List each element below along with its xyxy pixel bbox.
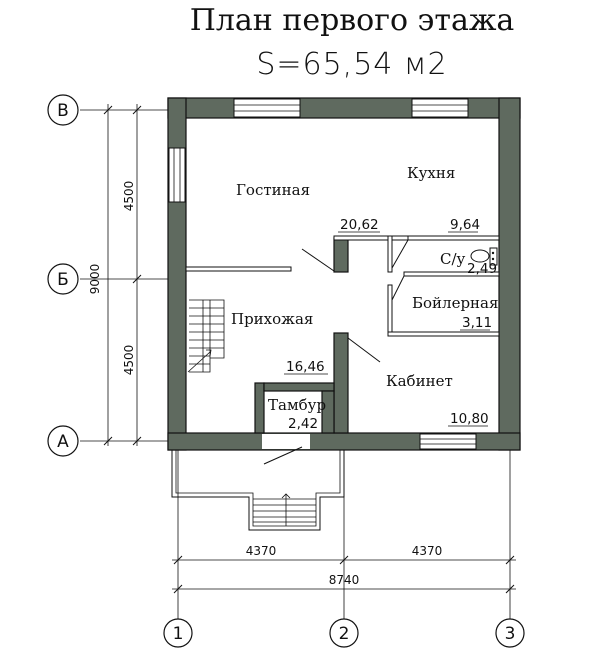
plan-title: План первого этажа [190, 3, 515, 38]
axis-label-3: 3 [505, 624, 516, 644]
axis-label-v: В [57, 101, 69, 121]
axis-label-a: А [57, 432, 69, 452]
dim-bottom-total: 8740 [329, 573, 360, 587]
room-area-kitchen: 9,64 [450, 217, 480, 233]
axis-marker-b [47, 263, 79, 295]
windows [168, 98, 477, 450]
room-name-living: Гостиная [236, 181, 310, 199]
axis-marker-2 [329, 618, 359, 648]
room-name-boiler: Бойлерная [412, 294, 498, 312]
axis-label-2: 2 [339, 624, 350, 644]
room-name-office: Кабинет [386, 372, 453, 390]
room-name-kitchen: Кухня [407, 164, 455, 182]
room-area-bathroom: 2,49 [467, 261, 497, 277]
room-area-boiler: 3,11 [462, 315, 492, 331]
axis-marker-a [47, 425, 79, 457]
dim-left-lower: 4500 [122, 345, 136, 376]
toilet-icon [470, 247, 498, 266]
dim-left-total: 9000 [88, 264, 102, 295]
room-area-living: 20,62 [340, 217, 379, 233]
axis-marker-v [47, 94, 79, 126]
room-name-vestibule: Тамбур [268, 396, 326, 414]
room-area-vestibule: 2,42 [288, 416, 318, 432]
room-name-hall: Прихожая [231, 310, 313, 328]
doors [263, 239, 409, 465]
column-axis-markers: 1 2 3 [163, 618, 525, 648]
room-labels: Гостиная 20,62 Кухня 9,64 С/у 2,49 Бойле… [231, 164, 498, 432]
room-name-bathroom: С/у [440, 250, 466, 268]
porch [171, 450, 345, 531]
room-area-office: 10,80 [450, 411, 489, 427]
plan-area-subtitle: S=65,54 м2 [256, 47, 447, 82]
dim-bottom-right: 4370 [412, 544, 443, 558]
dim-bottom-left: 4370 [246, 544, 277, 558]
row-axis-markers: В Б А [47, 94, 79, 457]
bottom-dimensions: 4370 4370 8740 [172, 450, 516, 620]
axis-label-b: Б [57, 270, 69, 290]
axis-label-1: 1 [173, 624, 184, 644]
room-area-hall: 16,46 [286, 359, 325, 375]
axis-marker-3 [495, 618, 525, 648]
axis-marker-1 [163, 618, 193, 648]
left-dimensions: 9000 4500 4500 [80, 104, 168, 446]
dim-left-upper: 4500 [122, 181, 136, 212]
interior-stairs [187, 299, 225, 373]
interior-walls [185, 235, 500, 434]
